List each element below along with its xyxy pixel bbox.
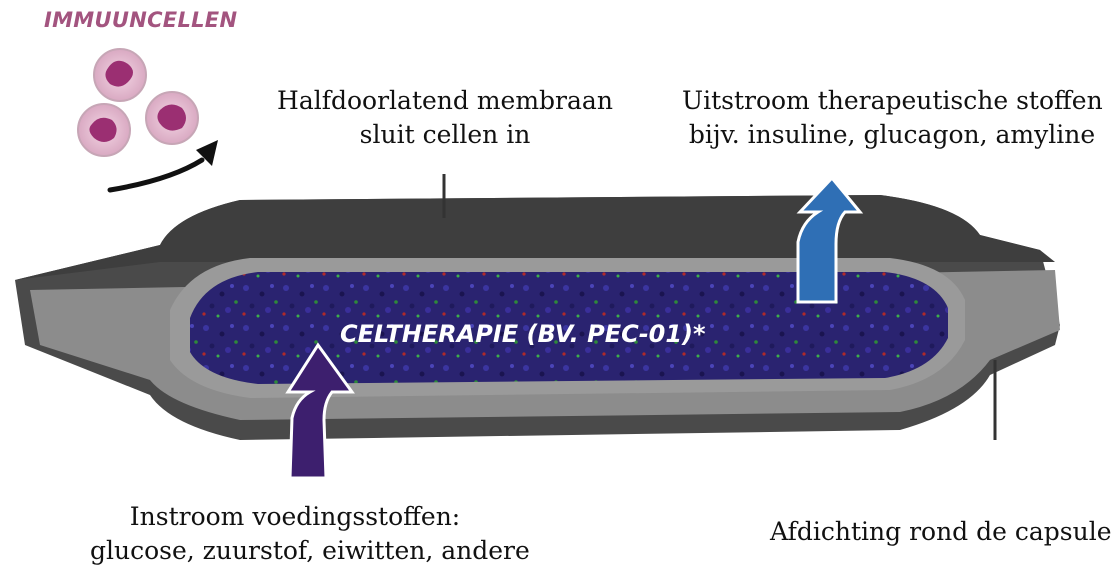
outflow-label-line2: bijv. insuline, glucagon, amyline — [682, 118, 1102, 152]
cell-therapy-label: CELTHERAPIE (BV. PEC-01)* — [340, 320, 706, 348]
immune-cell-icon — [146, 92, 198, 144]
seal-label: Afdichting rond de capsule — [770, 515, 1110, 549]
inflow-label-line2: glucose, zuurstof, eiwitten, andere — [90, 534, 500, 568]
outflow-label-line1: Uitstroom therapeutische stoffen — [682, 84, 1102, 118]
inflow-label: Instroom voedingsstoffen: glucose, zuurs… — [90, 500, 500, 568]
curved-arrow-icon — [110, 140, 218, 190]
membrane-label: Halfdoorlatend membraan sluit cellen in — [270, 84, 620, 152]
membrane-label-line2: sluit cellen in — [270, 118, 620, 152]
membrane-label-line1: Halfdoorlatend membraan — [270, 84, 620, 118]
immune-cell-icon — [94, 49, 146, 101]
outflow-label: Uitstroom therapeutische stoffen bijv. i… — [682, 84, 1102, 152]
immune-cell-icon — [78, 104, 130, 156]
immune-cells-label: IMMUUNCELLEN — [44, 8, 237, 32]
inflow-label-line1: Instroom voedingsstoffen: — [90, 500, 500, 534]
